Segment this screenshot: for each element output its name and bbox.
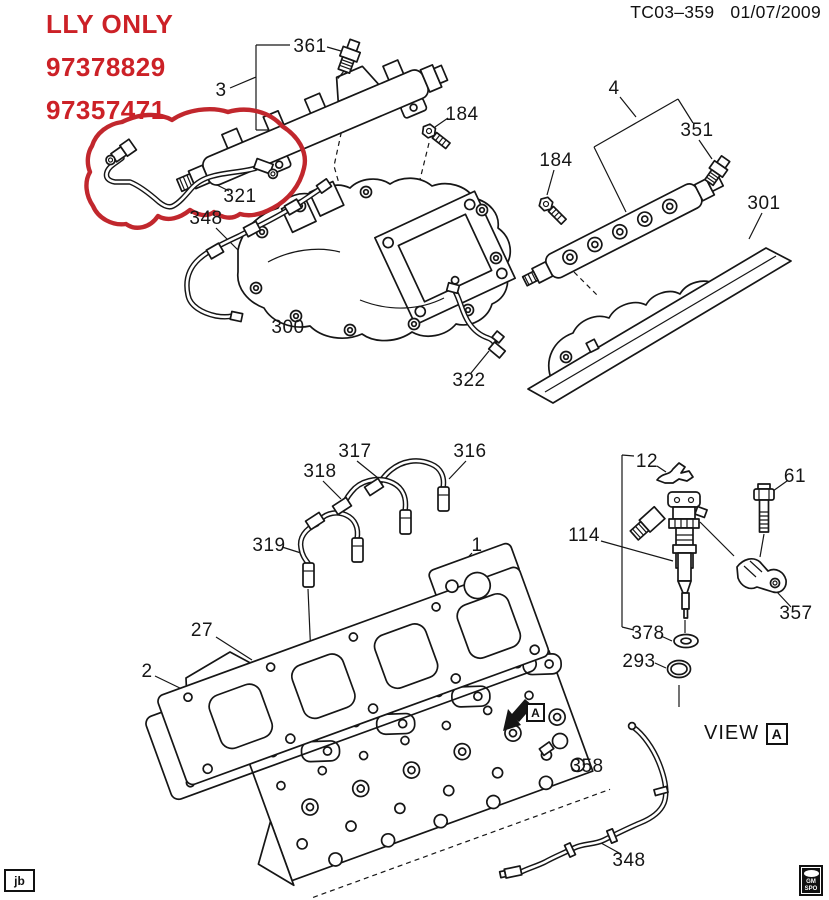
injector-clip-12 xyxy=(656,462,694,484)
part-label-2: 2 xyxy=(141,661,153,682)
gm-spo-logo: GM SPO xyxy=(799,865,823,896)
part-label-4: 4 xyxy=(608,78,620,99)
author-initials-box: jb xyxy=(4,869,35,892)
part-label-318: 318 xyxy=(303,461,337,482)
document-number: TC03–359 xyxy=(630,2,715,22)
intake-manifold-300 xyxy=(237,177,516,342)
part-label-301: 301 xyxy=(747,193,781,214)
plug-358 xyxy=(538,732,569,757)
part-label-293: 293 xyxy=(622,651,656,672)
logo-oval-icon xyxy=(803,870,819,877)
fuel-injector-114 xyxy=(629,491,708,619)
bolt-61 xyxy=(753,483,775,533)
valve-cover-301 xyxy=(527,247,792,404)
fuel-pipe-321 xyxy=(103,138,279,210)
injection-pipes-348-upper xyxy=(184,178,333,323)
part-label-27: 27 xyxy=(190,620,214,641)
view-letter-box: A xyxy=(766,722,789,745)
fuel-rail-left-3 xyxy=(175,59,449,193)
part-label-348-upper: 348 xyxy=(189,208,223,229)
part-label-316: 316 xyxy=(453,441,487,462)
bolt-184-left xyxy=(421,123,451,150)
part-label-348-lower: 348 xyxy=(612,850,646,871)
leader-lines xyxy=(154,44,792,855)
part-label-1: 1 xyxy=(471,535,483,556)
fuel-hose-348-lower xyxy=(498,721,669,879)
view-label: VIEW xyxy=(704,722,760,744)
part-label-322: 322 xyxy=(452,370,486,391)
injector-clamp-357 xyxy=(736,557,787,594)
rail-pressure-sensor-361 xyxy=(337,38,362,79)
gm-spo-logo-inner: GM SPO xyxy=(802,868,820,893)
red-highlight-circle xyxy=(84,107,308,230)
washer-378 xyxy=(673,633,699,649)
detail-marker-box: A xyxy=(526,703,545,722)
part-label-184-right: 184 xyxy=(539,150,573,171)
part-label-12: 12 xyxy=(635,451,659,472)
document-header: TC03–359 01/07/2009 xyxy=(630,2,821,23)
injection-pipes-316-319 xyxy=(297,458,450,588)
fuel-pipe-322 xyxy=(445,275,507,359)
part-label-317: 317 xyxy=(338,441,372,462)
part-label-351: 351 xyxy=(680,120,714,141)
red-note-line-1: LLY ONLY xyxy=(46,9,174,39)
red-annotation-note: LLY ONLY 97378829 97357471 xyxy=(46,3,173,132)
part-label-358: 358 xyxy=(570,756,604,777)
fuel-rail-right-4 xyxy=(521,175,725,287)
fitting-351 xyxy=(704,154,731,187)
red-note-line-3: 97357471 xyxy=(46,95,166,125)
logo-text-line2: SPO xyxy=(804,885,818,892)
part-label-300: 300 xyxy=(271,317,305,338)
part-label-378: 378 xyxy=(631,623,665,644)
bolt-184-right xyxy=(538,196,568,226)
o-ring-293 xyxy=(666,659,692,679)
logo-text-line1: GM xyxy=(806,879,816,885)
document-date: 01/07/2009 xyxy=(730,2,821,22)
part-label-321: 321 xyxy=(223,186,257,207)
rocker-cover-1 xyxy=(157,542,550,786)
part-label-319: 319 xyxy=(252,535,286,556)
part-label-114: 114 xyxy=(568,525,600,546)
red-note-line-2: 97378829 xyxy=(46,52,166,82)
part-label-3: 3 xyxy=(215,80,227,101)
part-label-61: 61 xyxy=(783,466,807,487)
part-label-184-top: 184 xyxy=(445,104,479,125)
part-label-357: 357 xyxy=(779,603,813,624)
view-a-callout: VIEW A xyxy=(704,722,789,745)
part-label-361: 361 xyxy=(293,36,327,57)
